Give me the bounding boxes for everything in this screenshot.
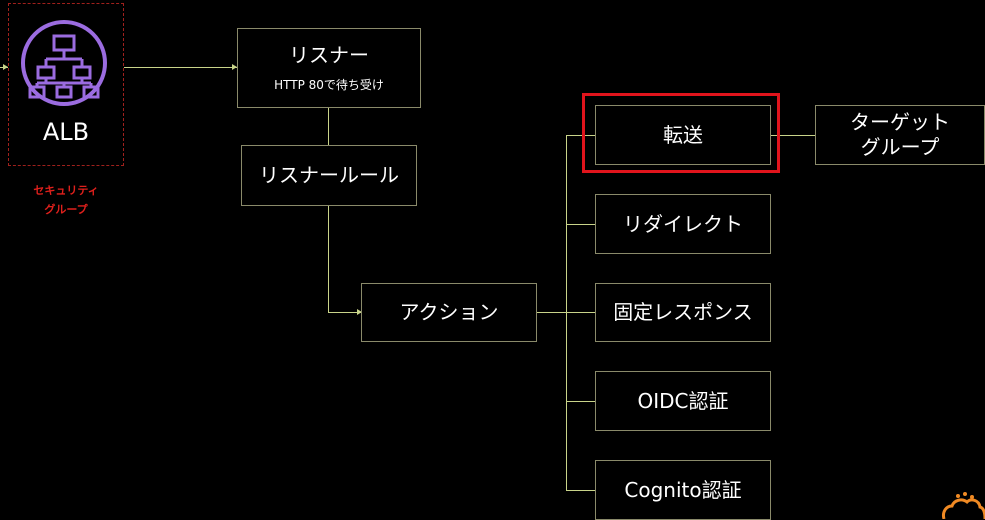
listener-title: リスナー (289, 43, 369, 67)
target-group-title: ターゲット グループ (850, 110, 950, 159)
connector-alb-to-listener (124, 67, 237, 68)
action-type-label: リダイレクト (623, 211, 743, 236)
arrow-head-icon (232, 64, 237, 70)
connector-forward-to-target (770, 135, 815, 136)
action-title: アクション (399, 300, 499, 324)
action-type-redirect: リダイレクト (595, 194, 771, 254)
connector-branch-fixed (566, 312, 595, 313)
listener-rule-box: リスナールール (241, 145, 417, 206)
target-group-box: ターゲット グループ (815, 105, 985, 165)
listener-box: リスナー HTTP 80で待ち受け (237, 28, 421, 108)
action-type-oidc: OIDC認証 (595, 371, 771, 431)
action-type-fixed-response: 固定レスポンス (595, 283, 771, 342)
action-type-label: 固定レスポンス (613, 300, 753, 324)
connector-rule-to-action (328, 312, 362, 313)
arrow-head-icon (3, 64, 8, 70)
connector-branch-redirect (566, 224, 595, 225)
connector-action-to-branches (536, 312, 567, 313)
action-type-label: 転送 (663, 122, 703, 147)
alb-icon (21, 20, 107, 106)
action-type-label: OIDC認証 (637, 388, 729, 413)
cloud-logo-icon (942, 492, 985, 519)
listener-rule-title: リスナールール (259, 163, 399, 187)
connector-listener-to-rule (328, 107, 329, 145)
action-box: アクション (361, 283, 537, 342)
forward-highlight (582, 93, 780, 173)
alb-label: ALB (42, 118, 90, 146)
listener-subtitle: HTTP 80で待ち受け (274, 78, 384, 92)
connector-branch-cognito (566, 490, 595, 491)
connector-branch-forward (566, 135, 595, 136)
security-group-boundary (8, 3, 124, 166)
connector-branch-oidc (566, 401, 595, 402)
action-type-label: Cognito認証 (624, 477, 742, 502)
arrow-head-icon (357, 309, 362, 315)
action-type-forward: 転送 (595, 105, 771, 165)
action-type-cognito: Cognito認証 (595, 460, 771, 520)
connector-rule-to-action (328, 205, 329, 313)
security-group-label: セキュリティ グループ (33, 184, 99, 216)
